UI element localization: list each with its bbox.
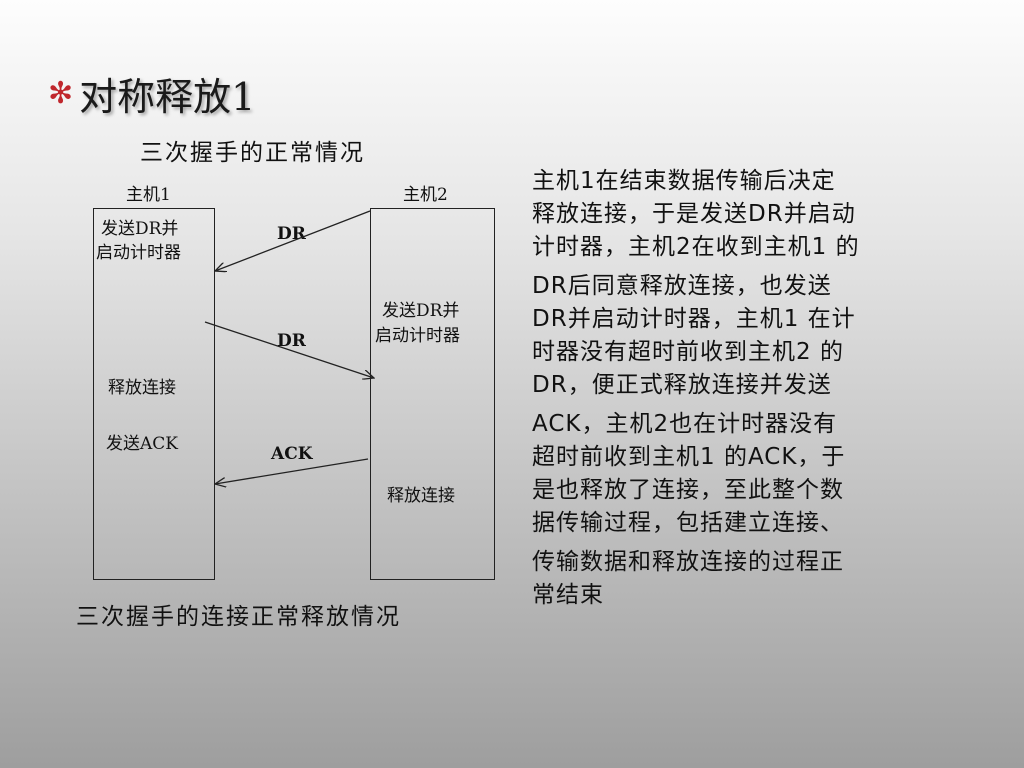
description-text: 主机1在结束数据传输后决定 释放连接，于是发送DR并启动 计时器，主机2在收到主… — [532, 166, 952, 613]
description-line: 主机1在结束数据传输后决定 — [532, 168, 836, 194]
host1-send-ack-text: 发送ACK — [106, 434, 178, 454]
slide-title-text: 对称释放1 — [79, 75, 256, 119]
diagram-subtitle: 三次握手的正常情况 — [140, 140, 365, 166]
description-line: 释放连接，于是发送DR并启动 — [532, 201, 856, 227]
arrow-ack-host1-to-host2 — [215, 458, 369, 484]
host1-timeline-box — [93, 208, 215, 580]
diagram-caption: 三次握手的连接正常释放情况 — [76, 604, 401, 630]
host2-label: 主机2 — [403, 185, 448, 205]
description-line: 是也释放了连接，至此整个数 — [532, 477, 844, 503]
arrow-dr-host2-to-host1 — [215, 210, 371, 271]
host1-send-dr-line2: 启动计时器 — [96, 243, 181, 263]
description-line: 传输数据和释放连接的过程正 — [532, 549, 844, 575]
description-line: 超时前收到主机1 的ACK，于 — [532, 444, 846, 470]
message-label-dr-2: DR — [277, 331, 306, 351]
host2-release-text: 释放连接 — [387, 486, 455, 506]
slide-title: ✻ 对称释放1 — [48, 66, 255, 121]
host1-release-text: 释放连接 — [108, 378, 176, 398]
host1-send-dr-line1: 发送DR并 — [101, 219, 179, 239]
host2-timeline-box — [370, 208, 495, 580]
asterisk-bullet-icon: ✻ — [48, 75, 74, 111]
host1-label: 主机1 — [126, 185, 171, 205]
description-line: DR后同意释放连接，也发送 — [532, 273, 832, 299]
arrow-dr-host1-to-host2 — [204, 321, 374, 378]
description-line: 计时器，主机2在收到主机1 的 — [532, 234, 860, 260]
message-label-ack: ACK — [271, 444, 313, 464]
description-line: 据传输过程，包括建立连接、 — [532, 510, 844, 536]
host2-send-dr-line2: 启动计时器 — [375, 326, 460, 346]
description-line: ACK，主机2也在计时器没有 — [532, 411, 838, 437]
description-line: DR并启动计时器，主机1 在计 — [532, 306, 856, 332]
description-line: DR，便正式释放连接并发送 — [532, 372, 832, 398]
description-line: 常结束 — [532, 582, 604, 608]
host2-send-dr-line1: 发送DR并 — [382, 301, 460, 321]
description-line: 时器没有超时前收到主机2 的 — [532, 339, 844, 365]
